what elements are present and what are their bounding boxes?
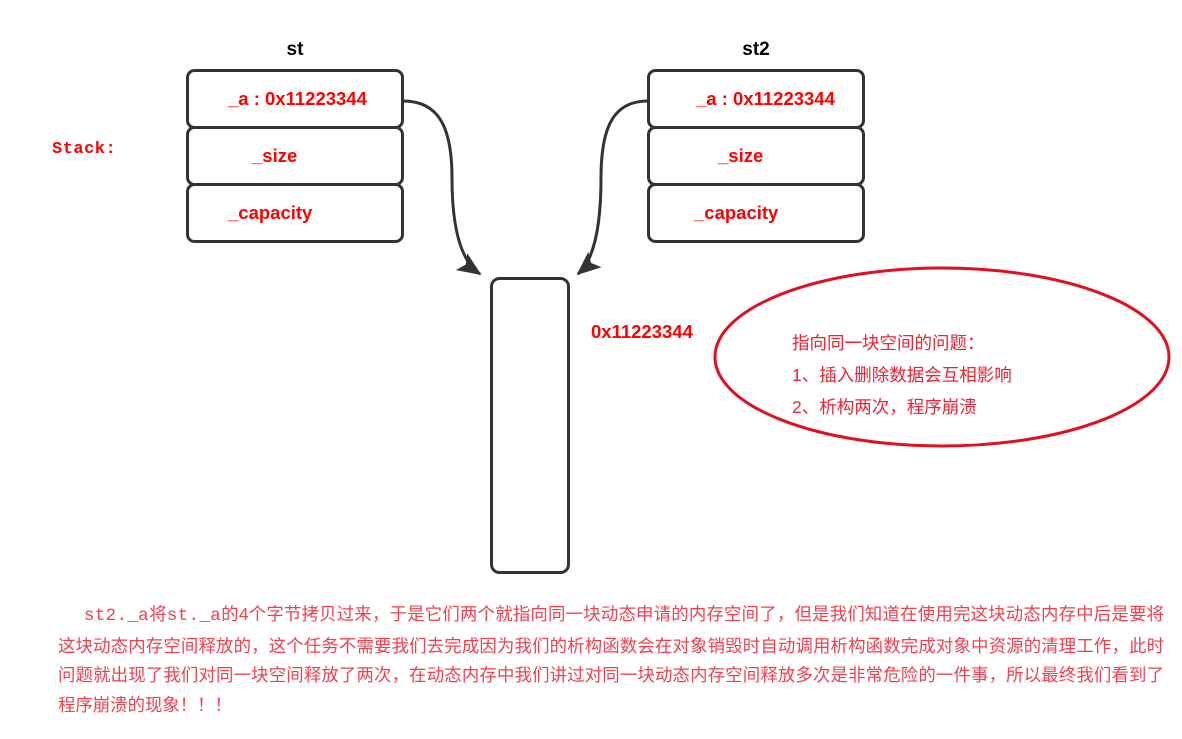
stack-label: Stack:: [52, 140, 117, 159]
note-line-2: 2、析构两次，程序崩溃: [792, 397, 977, 417]
struct-st2-field-0-label: _a : 0x11223344: [696, 88, 835, 109]
heap-memory-block: [490, 277, 570, 574]
struct-st-field-0-label: _a : 0x11223344: [228, 88, 367, 109]
paragraph-code-st2-a: st2._a: [84, 607, 150, 626]
struct-st-title: st: [286, 39, 304, 60]
explanation-paragraph: st2._a将st._a的4个字节拷贝过来，于是它们两个就指向同一块动态申请的内…: [58, 600, 1164, 720]
struct-st2-title: st2: [742, 39, 770, 60]
pointer-arrow-st-to-heap: [402, 99, 482, 276]
heap-address-label: 0x11223344: [591, 321, 693, 342]
note-ellipse-text: 指向同一块空间的问题： 1、插入删除数据会互相影响 2、析构两次，程序崩溃: [792, 327, 1122, 423]
paragraph-body: 的4个字节拷贝过来，于是它们两个就指向同一块动态申请的内存空间了，但是我们知道在…: [58, 604, 1164, 715]
paragraph-code-st-a: st._a: [166, 607, 222, 626]
struct-st2-field-1-label: _size: [718, 145, 764, 166]
pointer-arrow-st2-to-heap: [576, 99, 649, 276]
note-line-1: 1、插入删除数据会互相影响: [792, 365, 1012, 385]
paragraph-seg2: 将: [149, 604, 167, 624]
struct-st-field-2-label: _capacity: [228, 202, 313, 223]
note-line-0: 指向同一块空间的问题：: [792, 333, 985, 353]
struct-st2-field-2-label: _capacity: [694, 202, 779, 223]
struct-st-field-1-label: _size: [252, 145, 298, 166]
